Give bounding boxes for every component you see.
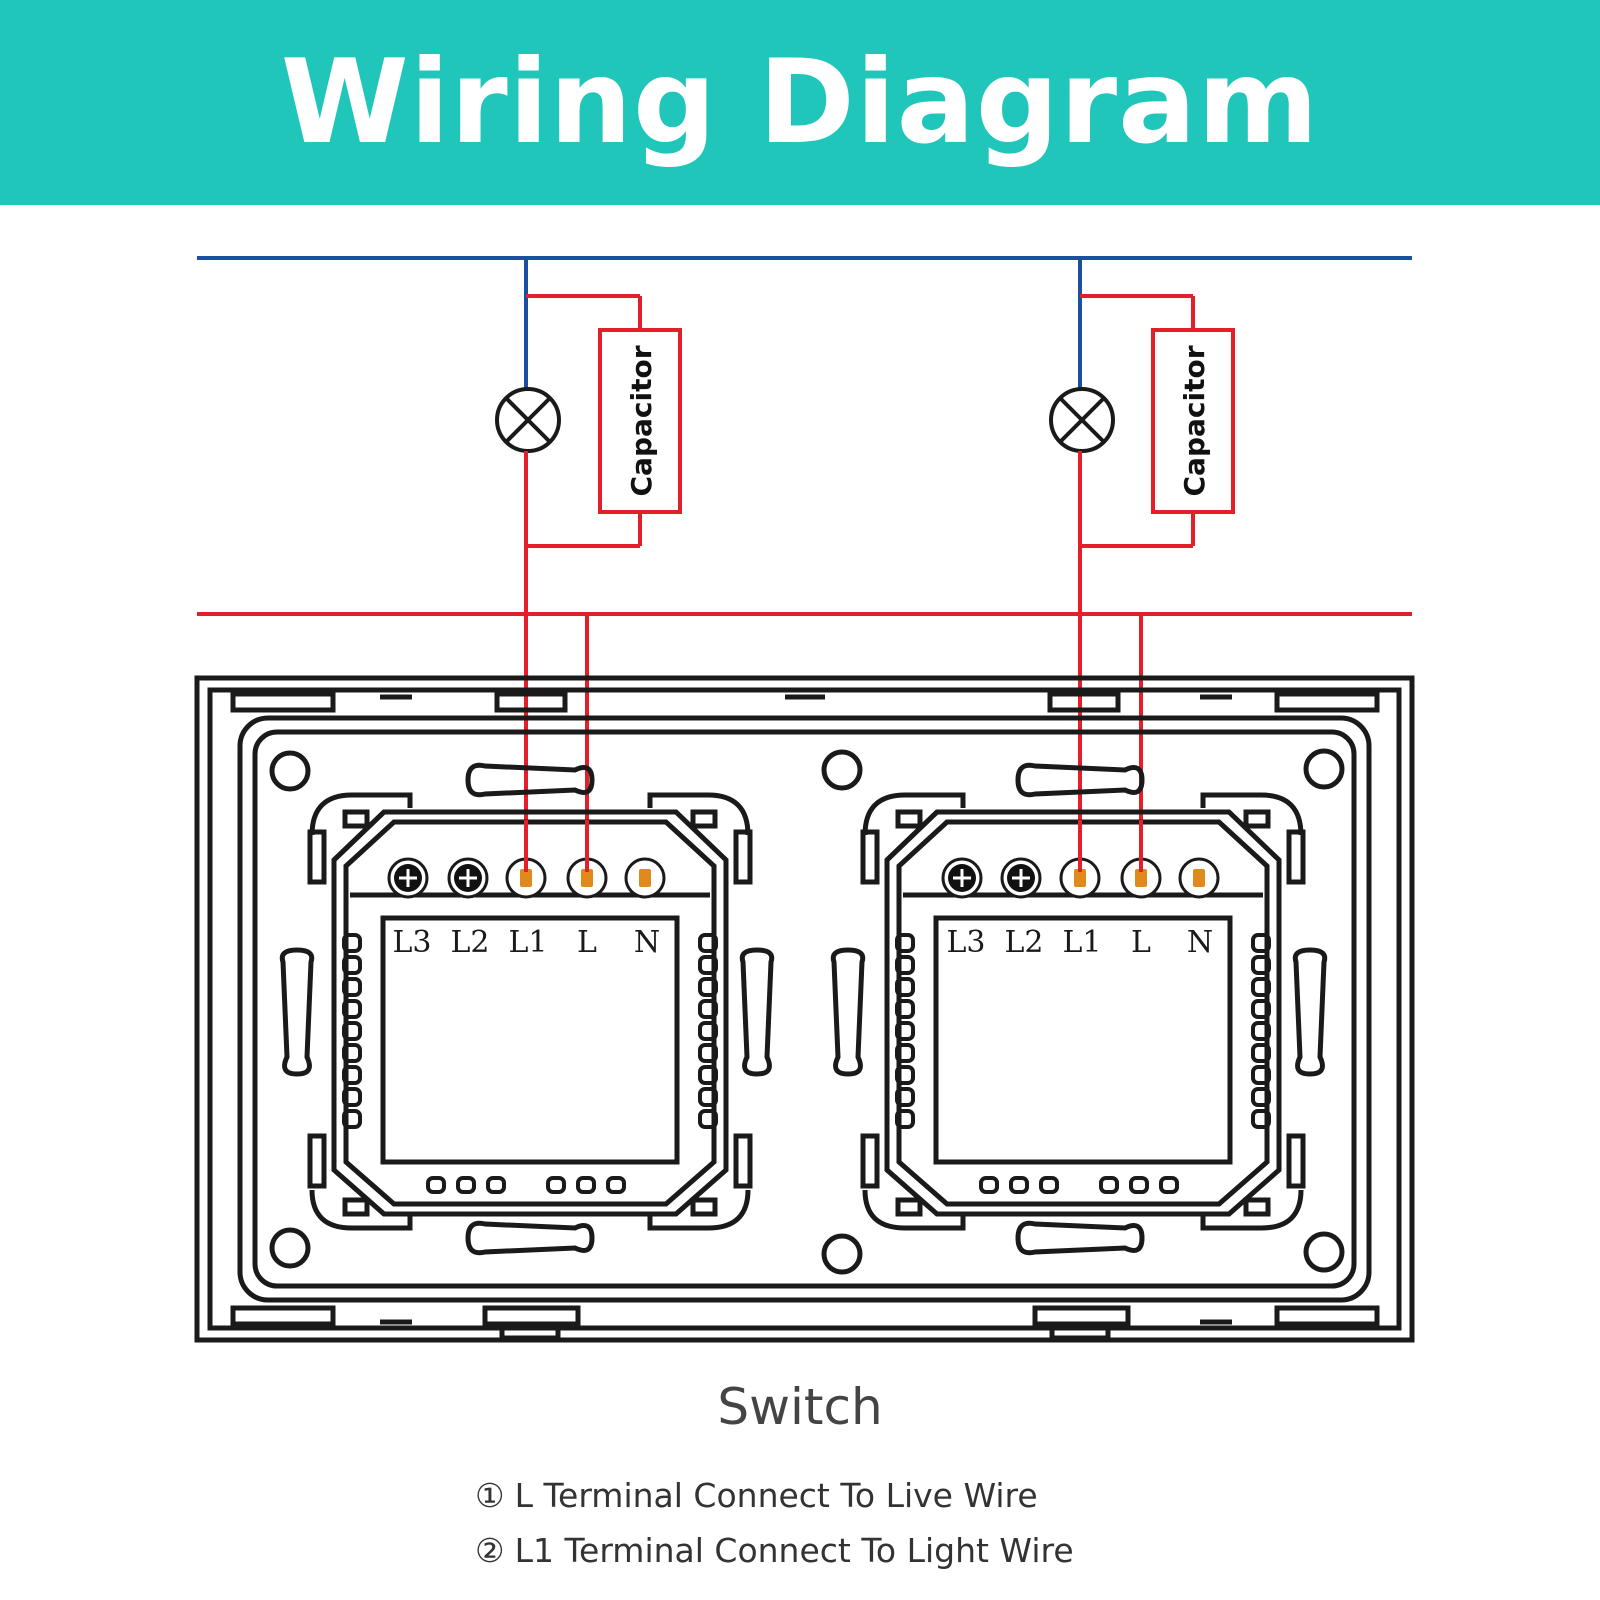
note-text: L Terminal Connect To Live Wire xyxy=(514,1476,1038,1515)
terminal-label: L3 xyxy=(392,925,431,960)
terminal-screw-icon xyxy=(624,857,666,899)
lamp-icon-right xyxy=(1049,387,1115,453)
screw-hole-icon xyxy=(272,753,308,789)
left-lamp-circuit: Capacitor xyxy=(495,258,682,880)
terminal-label: L xyxy=(577,925,597,960)
diagram-caption: Switch xyxy=(717,1378,883,1436)
wiring-diagram: Capacitor Capacitor xyxy=(194,256,1415,1343)
note-number: ② xyxy=(475,1531,505,1570)
terminal-label: L xyxy=(1131,925,1151,960)
capacitor-right xyxy=(1151,328,1235,514)
terminal-screw-icon xyxy=(447,857,489,899)
terminal-screw-icon xyxy=(1178,857,1220,899)
module-vent-icon xyxy=(979,1176,1179,1194)
note-text: L1 Terminal Connect To Light Wire xyxy=(514,1531,1074,1570)
screw-hole-icon xyxy=(1306,1234,1342,1270)
terminal-labels-right: L3 L2 L1 L N xyxy=(946,925,1213,960)
terminal-labels-left: L3 L2 L1 L N xyxy=(392,925,660,960)
mounting-slot-icon xyxy=(742,950,771,1074)
switch-frame xyxy=(194,675,1415,1343)
terminal-label: L1 xyxy=(1062,925,1101,960)
screw-hole-icon xyxy=(824,752,860,788)
mounting-slot-icon xyxy=(1295,950,1324,1074)
capacitor-left xyxy=(598,328,682,514)
terminal-screw-icon xyxy=(941,857,983,899)
lamp-icon-left xyxy=(495,387,561,453)
terminal-screw-icon xyxy=(1000,857,1042,899)
mounting-slot-icon xyxy=(1018,1223,1142,1252)
terminal-screw-icon xyxy=(387,857,429,899)
terminal-label: L1 xyxy=(508,925,547,960)
mounting-slot-icon xyxy=(468,1223,592,1252)
terminal-label: L2 xyxy=(450,925,489,960)
terminal-label: L3 xyxy=(946,925,985,960)
note-number: ① xyxy=(475,1476,505,1515)
header-banner: Wiring Diagram xyxy=(0,0,1600,205)
screw-hole-icon xyxy=(1306,751,1342,787)
capacitor-label-left: Capacitor xyxy=(625,345,658,496)
terminal-label: N xyxy=(1187,925,1213,960)
mounting-slot-icon xyxy=(468,765,592,794)
mounting-slot-icon xyxy=(833,950,862,1074)
page-title: Wiring Diagram xyxy=(280,35,1320,170)
screw-hole-icon xyxy=(824,1236,860,1272)
terminal-label: N xyxy=(634,925,660,960)
capacitor-label-right: Capacitor xyxy=(1178,345,1211,496)
module-vent-icon xyxy=(426,1176,626,1194)
mounting-slot-icon xyxy=(282,950,311,1074)
right-lamp-circuit: Capacitor xyxy=(1049,258,1235,880)
terminal-label: L2 xyxy=(1004,925,1043,960)
screw-hole-icon xyxy=(272,1230,308,1266)
